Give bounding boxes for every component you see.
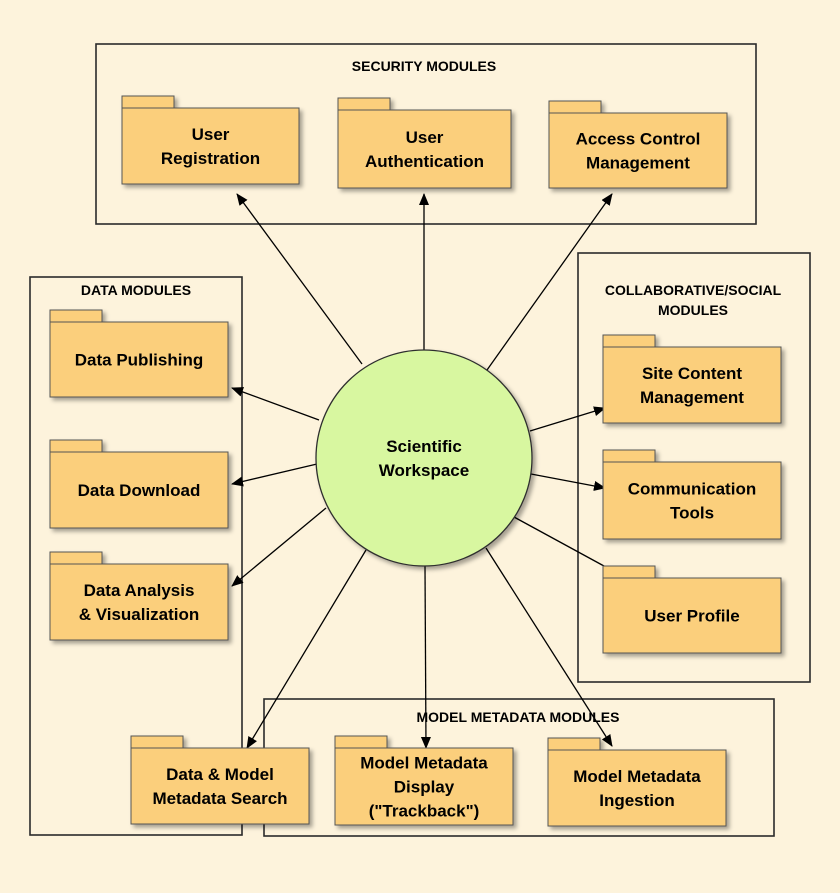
package-body (334, 747, 514, 826)
module-data-download: Data Download (49, 439, 229, 529)
module-data-download-label: Data Download (78, 481, 201, 500)
module-data-analysis-label: & Visualization (79, 605, 200, 624)
group-data: DATA MODULES (29, 276, 243, 836)
module-model-metadata-display-label: Model Metadata (360, 754, 488, 773)
package-body (602, 461, 782, 540)
module-model-metadata-ingestion-label: Ingestion (599, 791, 675, 810)
package-body (547, 749, 727, 827)
group-security-frame (95, 43, 757, 225)
module-user-registration-label: Registration (161, 149, 260, 168)
module-communication-tools-label: Communication (628, 480, 756, 499)
module-packages: UserRegistrationUserAuthenticationAccess… (49, 95, 782, 827)
package-body (49, 563, 229, 641)
package-tab (337, 97, 391, 111)
package-tab (602, 449, 656, 463)
group-model-title: MODEL METADATA MODULES (417, 709, 620, 725)
hub-circle (315, 349, 533, 567)
connector-arrows (231, 193, 627, 749)
arrow-to-communication-tools (530, 473, 606, 491)
hub-label: Workspace (379, 461, 469, 480)
module-communication-tools-label: Tools (670, 504, 714, 523)
module-data-analysis: Data Analysis & Visualization (49, 551, 229, 641)
package-tab (130, 735, 184, 749)
module-data-publishing: Data Publishing (49, 309, 229, 398)
group-security-title: SECURITY MODULES (352, 58, 496, 74)
package-body (130, 747, 310, 825)
module-user-authentication-label: User (406, 128, 444, 147)
package-tab (121, 95, 175, 109)
package-body (49, 321, 229, 398)
arrow-to-model-metadata-ingestion (485, 547, 613, 747)
module-data-model-search-label: Data & Model (166, 765, 274, 784)
package-tab (602, 334, 656, 348)
package-body (337, 109, 512, 189)
module-data-analysis-label: Data Analysis (84, 581, 195, 600)
package-tab (49, 439, 103, 453)
arrow-to-model-metadata-display (420, 565, 431, 749)
arrow-to-site-content (529, 406, 606, 432)
arrow-to-user-registration (236, 193, 363, 365)
module-model-metadata-ingestion-label: Model Metadata (573, 767, 701, 786)
group-collab: COLLABORATIVE/SOCIAL MODULES (577, 252, 811, 683)
group-collab-title: COLLABORATIVE/SOCIAL (605, 282, 782, 298)
group-collab-title: MODULES (658, 302, 728, 318)
hub-label: Scientific (386, 437, 462, 456)
module-model-metadata-display-label: ("Trackback") (369, 802, 480, 821)
module-site-content-label: Management (640, 388, 744, 407)
package-body (602, 346, 782, 424)
package-body (548, 112, 728, 189)
group-data-frame (29, 276, 243, 836)
module-user-registration-label: User (192, 125, 230, 144)
package-tab (49, 309, 103, 323)
arrow-to-data-download (231, 463, 318, 487)
package-tab (49, 551, 103, 565)
arrow-to-data-analysis (231, 507, 327, 587)
module-data-model-search-label: Metadata Search (152, 789, 287, 808)
module-user-authentication-label: Authentication (365, 152, 484, 171)
group-collab-frame (577, 252, 811, 683)
package-body (602, 577, 782, 654)
package-body (121, 107, 300, 185)
package-tab (334, 735, 388, 749)
module-model-metadata-display-label: Display (394, 778, 455, 797)
package-tab (548, 100, 602, 114)
group-data-title: DATA MODULES (81, 282, 191, 298)
package-body (49, 451, 229, 529)
package-tab (602, 565, 656, 579)
module-access-control-label: Access Control (576, 130, 701, 149)
module-access-control-label: Management (586, 154, 690, 173)
module-user-profile: User Profile (602, 565, 782, 654)
module-user-profile-label: User Profile (644, 607, 739, 626)
module-site-content-label: Site Content (642, 364, 742, 383)
arrow-to-access-control (486, 193, 613, 371)
arrow-to-data-publishing (231, 387, 320, 421)
module-data-publishing-label: Data Publishing (75, 351, 203, 370)
arrow-to-data-model-search (246, 549, 367, 749)
group-security: SECURITY MODULES (95, 43, 757, 225)
group-boxes: SECURITY MODULES DATA MODULES COLLABORATIV… (29, 43, 811, 837)
package-tab (547, 737, 601, 751)
